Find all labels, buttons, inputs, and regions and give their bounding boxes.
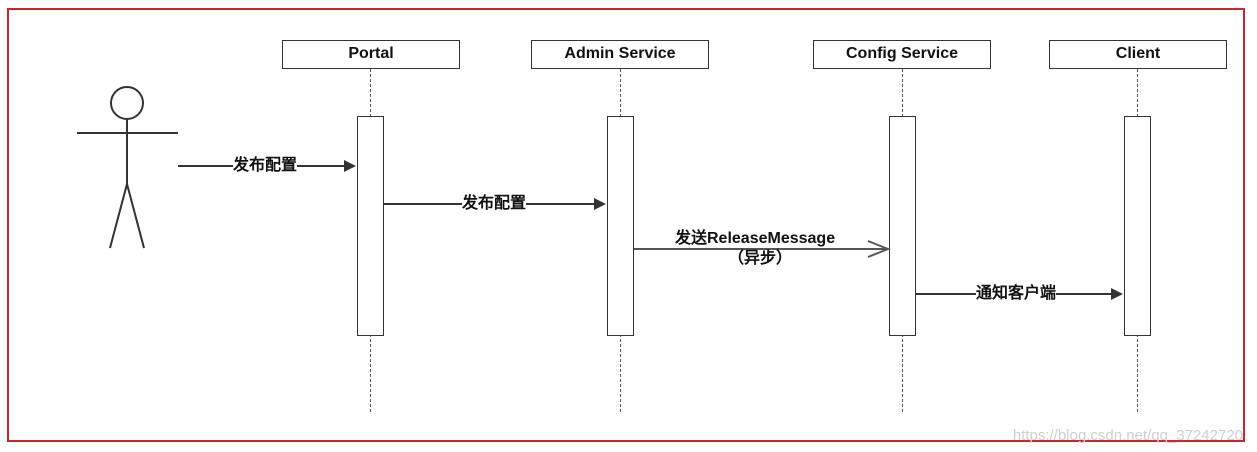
activation-portal [357,116,384,336]
activation-client [1124,116,1151,336]
actor-head [110,86,144,120]
activation-admin-service [607,116,634,336]
message-sublabel-3: （异步） [728,250,793,267]
message-label-4: 通知客户端 [976,284,1057,304]
message-label-1: 发布配置 [233,156,298,176]
actor-left-leg [109,183,128,249]
message-label-2: 发布配置 [462,194,527,214]
participant-admin-service: Admin Service [531,40,709,69]
message-arrow-3 [634,240,891,258]
actor-stick-figure [77,86,178,249]
diagram-frame [7,8,1245,442]
message-label-3: 发送ReleaseMessage [675,230,836,247]
participant-client: Client [1049,40,1227,69]
watermark-text: https://blog.csdn.net/qq_37242720 [1012,427,1243,444]
participant-config-service: Config Service [813,40,991,69]
actor-right-leg [126,183,145,249]
participant-portal: Portal [282,40,460,69]
activation-config-service [889,116,916,336]
